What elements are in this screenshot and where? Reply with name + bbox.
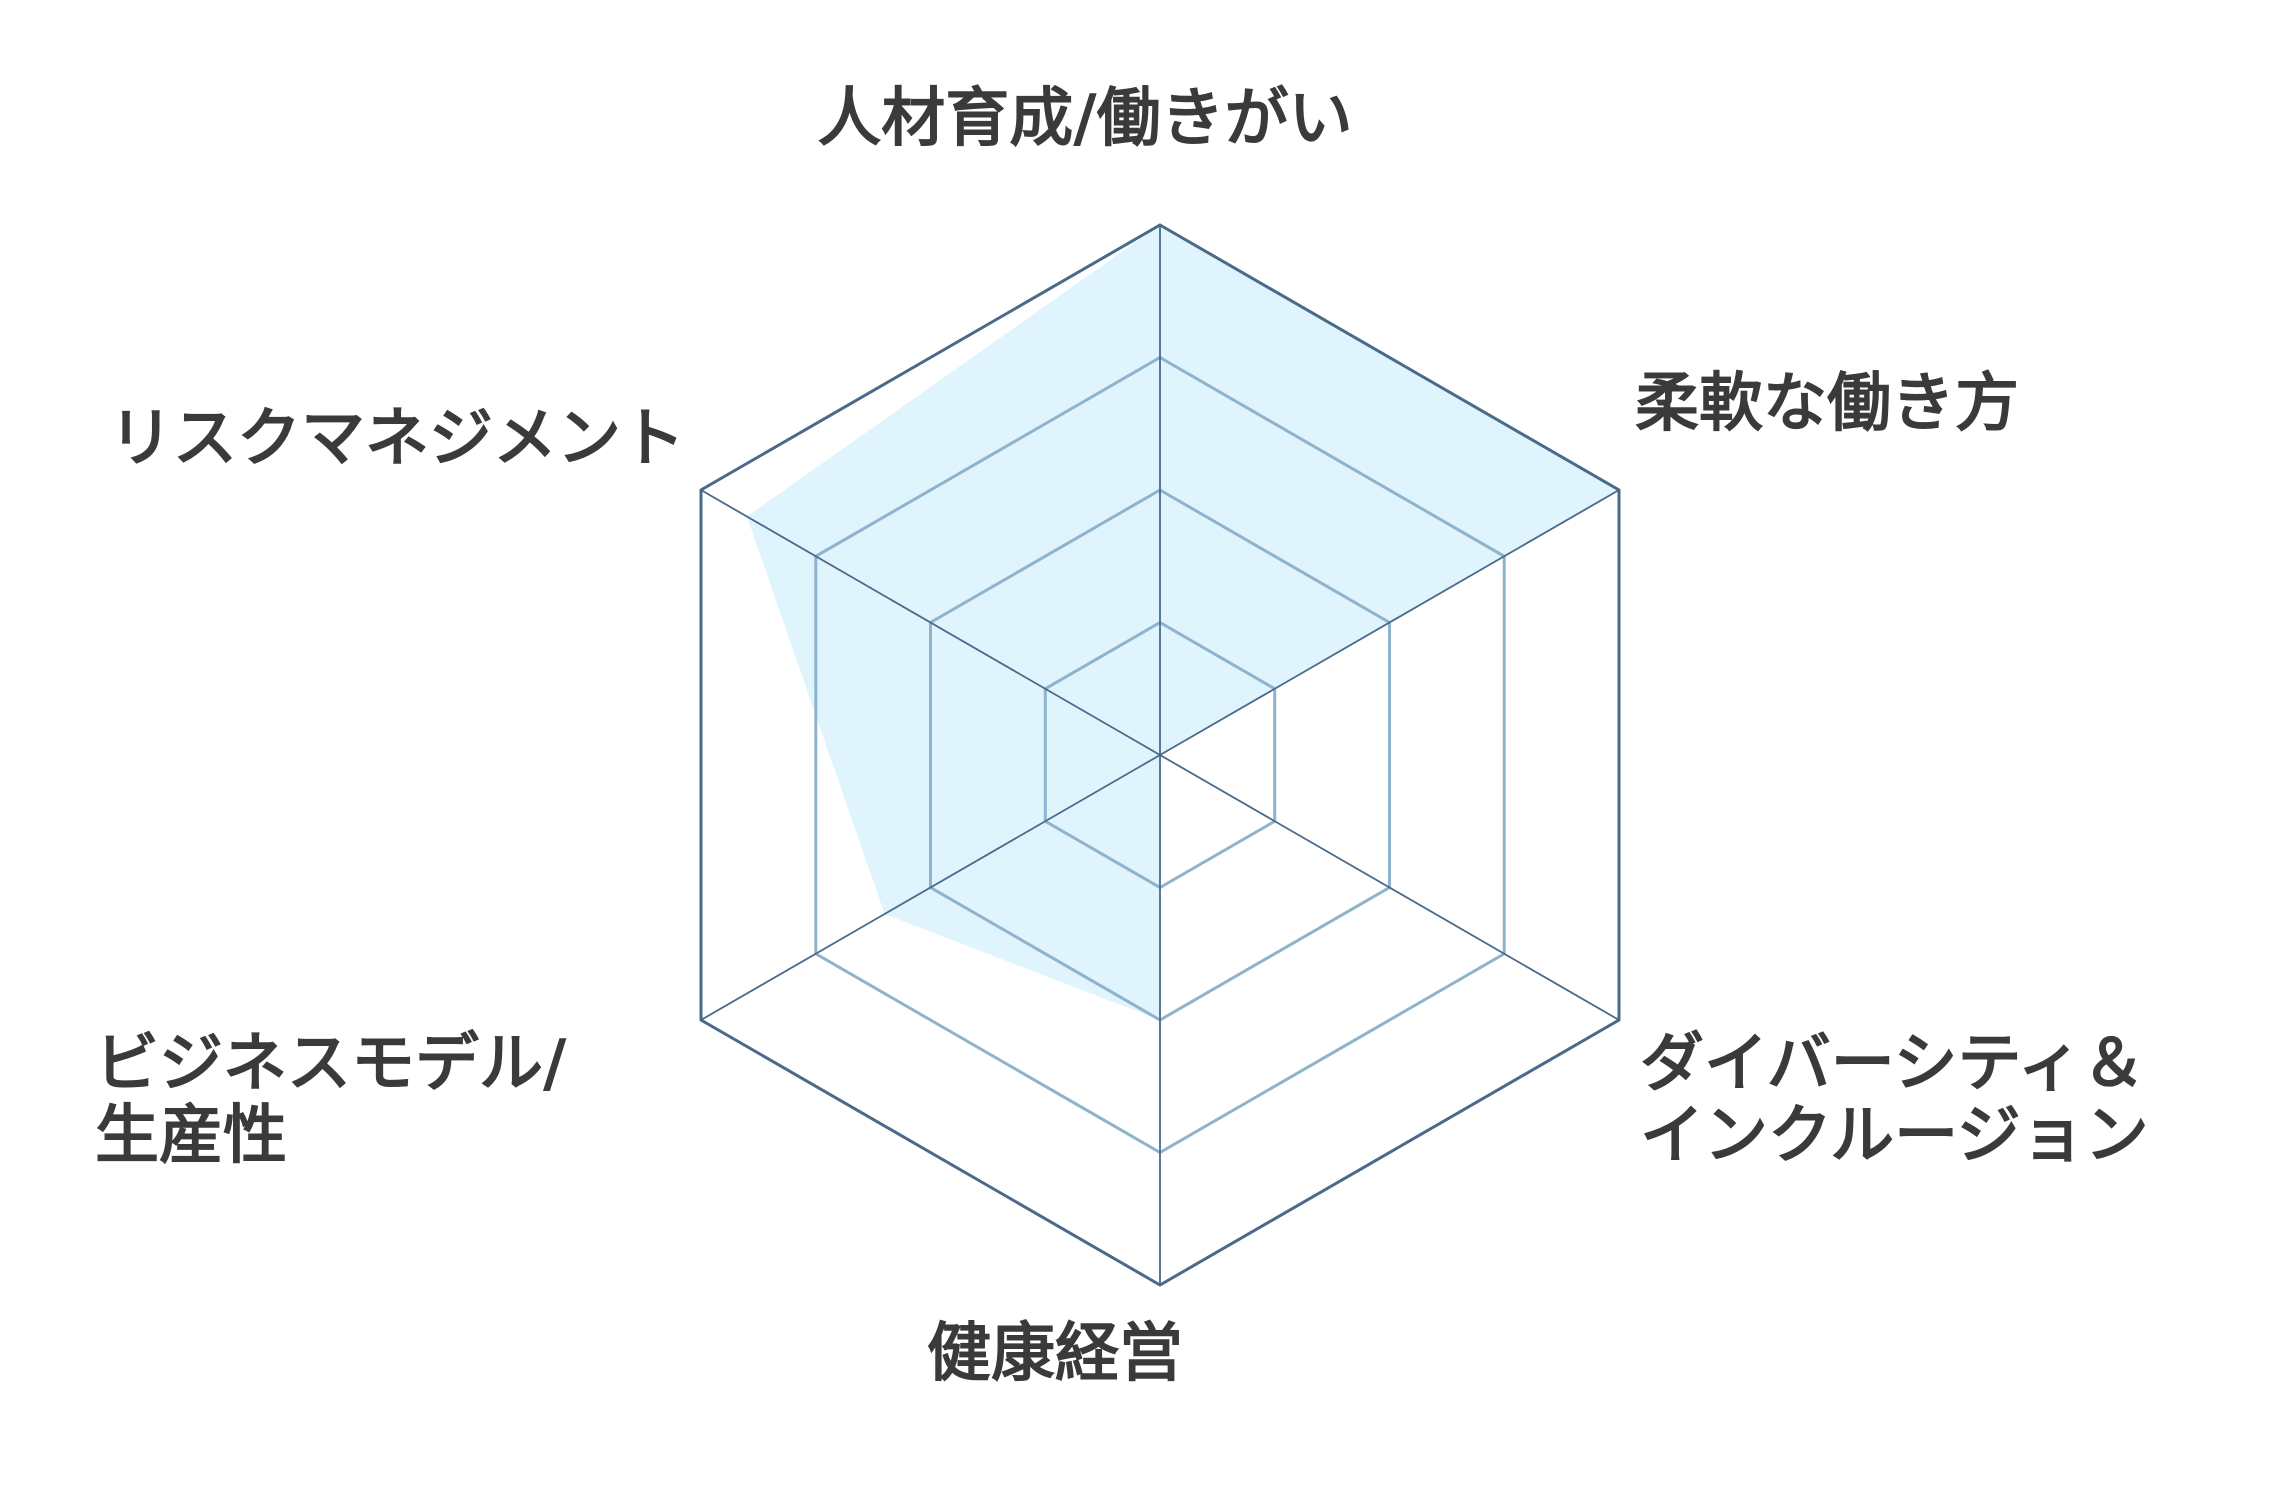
axis-spoke-1: [1159, 489, 1620, 756]
axis-label-4: ビジネスモデル/生産性: [95, 1027, 567, 1173]
axis-label-2-line-0: ダイバーシティ＆: [1640, 1027, 2146, 1101]
axis-label-3: 健康経営: [927, 1317, 1183, 1391]
axis-spoke-5: [700, 489, 1161, 756]
spoke-layer: [700, 225, 1620, 1285]
axis-label-1-line-0: 柔軟な働き方: [1635, 367, 2019, 441]
axis-label-0: 人材育成/働きがい: [817, 82, 1352, 156]
axis-label-0-line-0: 人材育成/働きがい: [817, 82, 1352, 156]
axis-spoke-2: [1159, 754, 1620, 1021]
axis-label-4-line-0: ビジネスモデル/: [95, 1027, 567, 1101]
axis-label-2-line-1: インクルージョン: [1640, 1099, 2149, 1173]
axis-label-1: 柔軟な働き方: [1635, 367, 2019, 441]
axis-label-3-line-0: 健康経営: [927, 1317, 1183, 1391]
axis-spoke-4: [700, 754, 1161, 1021]
axis-label-4-line-1: 生産性: [95, 1099, 287, 1173]
axis-label-5-line-0: リスクマネジメント: [109, 402, 685, 476]
axis-label-2: ダイバーシティ＆インクルージョン: [1640, 1027, 2149, 1173]
axis-label-5: リスクマネジメント: [109, 402, 685, 476]
series-area: [746, 225, 1619, 1020]
series-fill-layer: [746, 225, 1619, 1020]
